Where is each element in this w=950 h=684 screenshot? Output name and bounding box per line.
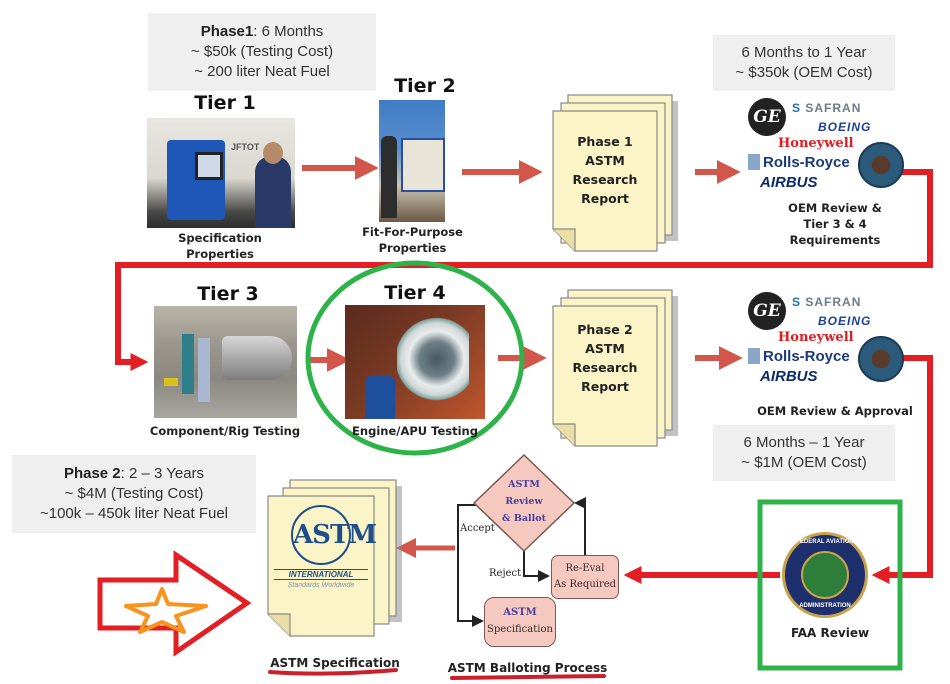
rig-cart — [164, 378, 178, 386]
tier3-photo — [154, 306, 297, 418]
oem1-cost: ~ $350k (OEM Cost) — [735, 64, 873, 81]
astm-spec-underline — [268, 668, 398, 676]
ballot-reeval-box: Re-Eval As Required — [551, 555, 619, 599]
tier4-caption: Engine/APU Testing — [352, 424, 478, 438]
operator-head — [263, 142, 283, 164]
oem1-info-box: 6 Months to 1 Year ~ $350k (OEM Cost) — [713, 35, 895, 91]
safran-logo: S SAFRAN — [792, 101, 862, 115]
ballot-review-diamond — [472, 453, 576, 553]
tier2-operator — [381, 136, 397, 218]
ge-logo: GE — [748, 292, 786, 330]
rig-person-1 — [182, 334, 194, 394]
ballot-reject-label: Reject — [489, 568, 522, 579]
ballot-diamond-text: ASTM Review & Ballot — [501, 479, 546, 524]
safran-logo: S SAFRAN — [792, 295, 862, 309]
faa-seal-top-text: FEDERAL AVIATION — [796, 539, 854, 545]
faa-seal-bottom-text: ADMINISTRATION — [799, 603, 851, 609]
phase1-info-box: Phase1: 6 Months ~ $50k (Testing Cost) ~… — [148, 13, 376, 91]
phase1-duration: : 6 Months — [253, 23, 324, 40]
ballot-underline — [450, 674, 606, 680]
rig-engine — [222, 336, 292, 380]
engine-nacelle — [397, 317, 469, 401]
phase2-info-box: Phase 2: 2 – 3 Years ~ $4M (Testing Cost… — [12, 455, 256, 533]
faa-review-caption: FAA Review — [790, 626, 870, 640]
oem-logos-1: GE S SAFRAN BOEING Honeywell Rolls-Royce… — [748, 98, 908, 198]
tier1-title: Tier 1 — [194, 92, 256, 114]
astm-logo: ASTM INTERNATIONAL Standards Worldwide — [274, 505, 377, 589]
tier2-caption: Fit-For-Purpose Properties — [362, 225, 463, 255]
ge-logo: GE — [748, 98, 786, 136]
jftot-label: JFTOT — [231, 142, 260, 152]
ballot-accept-line — [457, 504, 484, 627]
jftot-screen — [195, 152, 223, 180]
pratt-whitney-eagle-logo — [858, 142, 904, 188]
tier2-photo — [379, 100, 445, 222]
oem-review-2-caption: OEM Review & Approval — [757, 404, 913, 418]
rig-person-2 — [198, 338, 210, 402]
oem2-cost: ~ $1M (OEM Cost) — [741, 454, 867, 471]
tier4-highlight-circle — [305, 260, 525, 456]
tier1-caption: Specification Properties — [178, 231, 262, 261]
phase2-label: Phase 2 — [63, 465, 121, 482]
tier1-photo: JFTOT — [147, 118, 295, 228]
oem2-info-box: 6 Months – 1 Year ~ $1M (OEM Cost) — [713, 425, 895, 481]
phase2-cost: ~ $4M (Testing Cost) — [64, 485, 204, 502]
oem-logos-2: GE S SAFRAN BOEING Honeywell Rolls-Royce… — [748, 292, 908, 392]
airbus-logo: AIRBUS — [760, 174, 818, 191]
boeing-logo: BOEING — [818, 314, 872, 328]
phase2-duration: : 2 – 3 Years — [120, 465, 205, 482]
report1-text: Phase 1 ASTM Research Report — [572, 134, 638, 206]
tier3-caption: Component/Rig Testing — [149, 424, 301, 438]
boeing-logo: BOEING — [818, 120, 872, 134]
loop-oem-to-tier3 — [115, 169, 933, 371]
loop-oem-to-faa — [871, 355, 933, 584]
ballot-spec-box: ASTM Specification — [484, 597, 556, 647]
phase1-fuel: ~ 200 liter Neat Fuel — [194, 63, 330, 80]
astm-logo-intl: INTERNATIONAL — [274, 569, 368, 580]
astm-logo-mark: ASTM — [291, 505, 377, 565]
airbus-logo: AIRBUS — [760, 368, 818, 385]
oem2-duration: 6 Months – 1 Year — [743, 434, 865, 451]
tier4-title: Tier 4 — [384, 282, 446, 304]
phase1-label: Phase1 — [200, 23, 254, 40]
tier2-title: Tier 2 — [394, 75, 456, 97]
tier3-title: Tier 3 — [197, 283, 259, 305]
faa-seal: FEDERAL AVIATION ADMINISTRATION — [782, 532, 868, 618]
operator-figure — [255, 156, 291, 228]
pratt-whitney-eagle-logo — [858, 336, 904, 382]
phase1-cost: ~ $50k (Testing Cost) — [190, 43, 334, 60]
ballot-accept-label: Accept — [460, 523, 495, 534]
faa-highlight-box — [757, 499, 903, 671]
report2-text: Phase 2 ASTM Research Report — [572, 322, 638, 394]
honeywell-logo: Honeywell — [778, 330, 854, 345]
oem-review-1-caption: OEM Review & Tier 3 & 4 Requirements — [788, 201, 882, 247]
faa-seal-inner — [801, 551, 849, 599]
test-rig-cabinet — [401, 138, 445, 192]
tier4-photo — [345, 305, 485, 419]
ballot-reeval-return — [574, 497, 586, 555]
honeywell-logo: Honeywell — [778, 136, 854, 151]
ballot-caption: ASTM Balloting Process — [447, 661, 608, 675]
phase2-fuel: ~100k – 450k liter Neat Fuel — [39, 505, 229, 522]
astm-spec-caption: ASTM Specification — [270, 656, 400, 670]
rolls-royce-logo: Rolls-Royce — [748, 154, 850, 171]
tier4-mechanic — [365, 375, 395, 419]
rolls-royce-logo: Rolls-Royce — [748, 348, 850, 365]
astm-logo-tagline: Standards Worldwide — [287, 582, 355, 589]
oem1-duration: 6 Months to 1 Year — [741, 44, 867, 61]
ballot-reject-line — [523, 550, 550, 582]
star-icon — [124, 587, 208, 634]
